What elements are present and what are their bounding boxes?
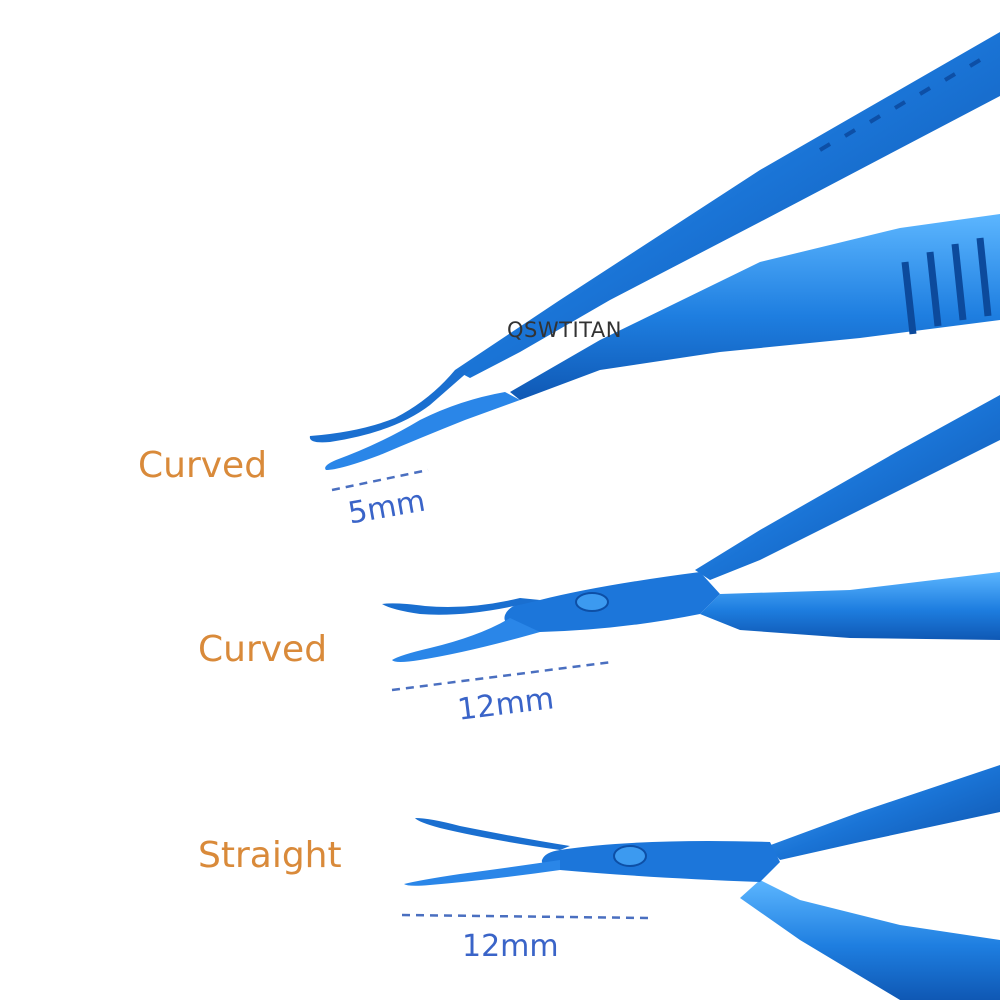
blade-upper <box>309 370 470 443</box>
blade-upper <box>382 598 540 615</box>
scissors-straight-12mm <box>401 765 1000 1000</box>
serration <box>818 58 982 152</box>
pivot-screw <box>613 845 647 867</box>
scissors-curved-12mm <box>382 395 1000 692</box>
handle-lower <box>700 572 1000 640</box>
tip-label-straight: Straight <box>198 835 342 876</box>
blade-upper <box>415 818 570 850</box>
handle-upper <box>455 32 1000 378</box>
handle-lower <box>740 880 1000 1000</box>
dash-line <box>401 913 649 920</box>
dash-line <box>331 468 429 492</box>
tip-label-curved: Curved <box>138 445 268 486</box>
tip-label-curved: Curved <box>198 629 328 670</box>
dash-line <box>391 660 613 692</box>
handle-upper <box>695 395 1000 580</box>
grip-ribs <box>901 237 992 335</box>
pivot-screw <box>575 592 609 612</box>
blade-lower <box>404 860 560 886</box>
handle-upper <box>768 765 1000 860</box>
watermark: QSWTITAN <box>507 318 622 342</box>
scissors-curved-5mm <box>309 32 1000 492</box>
pivot-body <box>541 841 780 882</box>
handle-lower <box>510 214 1000 400</box>
pivot-body <box>504 572 720 632</box>
blade-lower <box>392 618 540 662</box>
blade-lower <box>325 392 520 470</box>
measurement-label: 12mm <box>462 929 559 964</box>
